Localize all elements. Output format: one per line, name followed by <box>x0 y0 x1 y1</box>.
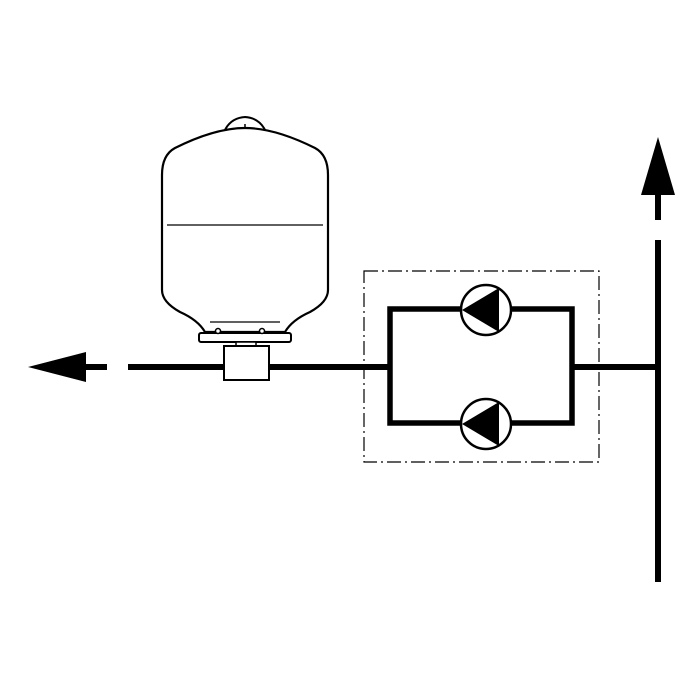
expansion-vessel <box>160 115 330 349</box>
flow-arrow-up <box>641 137 675 195</box>
vessel-flange <box>198 332 292 343</box>
vessel-body <box>160 126 330 334</box>
connection-fitting <box>223 345 270 381</box>
outlet-arrow-left <box>28 352 225 382</box>
riser-pipe <box>641 137 675 582</box>
pump-group-boundary <box>363 270 600 463</box>
pump-bottom <box>459 397 513 451</box>
pump-top <box>459 283 513 337</box>
